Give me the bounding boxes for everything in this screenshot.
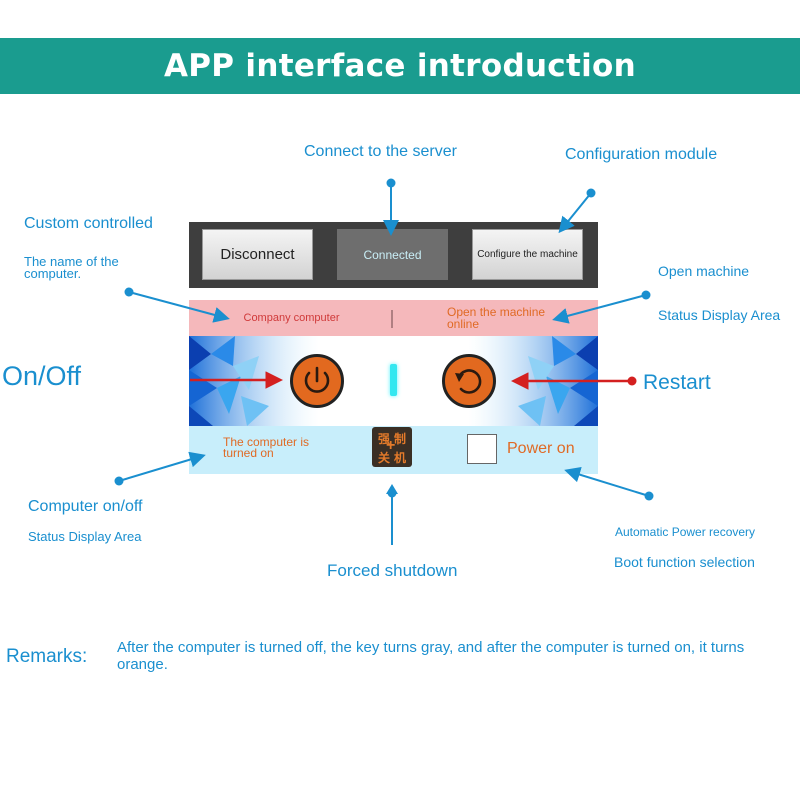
callout-boot-function: Boot function selection	[614, 554, 755, 570]
machine-status-bar: Company computer Open the machine online	[189, 300, 598, 336]
remarks-label: Remarks:	[6, 646, 88, 667]
power-status-bar: The computer is turned on 强 制 关 机 + Powe…	[189, 426, 598, 474]
callout-on-off: On/Off	[2, 361, 82, 391]
callout-computer-on-off: Computer on/off	[28, 498, 143, 515]
computer-state-label: The computer is turned on	[223, 435, 310, 460]
connected-status-button[interactable]: Connected	[337, 229, 448, 280]
disconnect-button[interactable]: Disconnect	[202, 229, 313, 280]
restart-button[interactable]	[442, 354, 496, 408]
power-on-label: Power on	[507, 440, 575, 457]
force-glyph-1: 强	[378, 432, 391, 446]
callout-status-display-right: Status Display Area	[658, 307, 781, 323]
callout-auto-power-recovery: Automatic Power recovery	[615, 525, 756, 539]
restart-icon	[455, 369, 482, 394]
forced-shutdown-arrow	[386, 484, 398, 545]
page-title-banner: APP interface introduction	[0, 38, 800, 94]
callout-config-module: Configuration module	[565, 146, 718, 163]
callout-connect-server: Connect to the server	[304, 143, 457, 160]
plus-icon: +	[386, 437, 396, 454]
callout-computer-name: The name of the computer.	[24, 254, 119, 281]
callout-restart: Restart	[643, 371, 711, 394]
power-on-checkbox[interactable]	[467, 434, 497, 464]
configure-machine-button[interactable]: Configure the machine	[472, 229, 583, 280]
callout-open-machine: Open machine	[658, 263, 750, 279]
callout-custom-controlled: Custom controlled	[24, 215, 153, 232]
force-glyph-3: 关	[378, 451, 391, 465]
power-button[interactable]	[290, 354, 344, 408]
status-separator	[391, 310, 393, 328]
control-panel	[189, 336, 598, 426]
callout-forced-shutdown: Forced shutdown	[327, 561, 458, 580]
forced-shutdown-button[interactable]: 强 制 关 机 +	[372, 427, 412, 467]
remarks-text: After the computer is turned off, the ke…	[117, 639, 745, 673]
power-recovery-arrow	[564, 466, 654, 501]
force-glyph-2: 制	[394, 432, 407, 446]
app-top-bar: Disconnect Connected Configure the machi…	[189, 222, 598, 288]
computer-name-label: Company computer	[243, 312, 340, 324]
force-glyph-4: 机	[394, 451, 407, 465]
power-icon	[304, 366, 330, 393]
machine-online-status: Open the machine online	[447, 305, 546, 331]
callout-status-display-left: Status Display Area	[28, 529, 142, 544]
status-led-indicator	[390, 364, 397, 396]
